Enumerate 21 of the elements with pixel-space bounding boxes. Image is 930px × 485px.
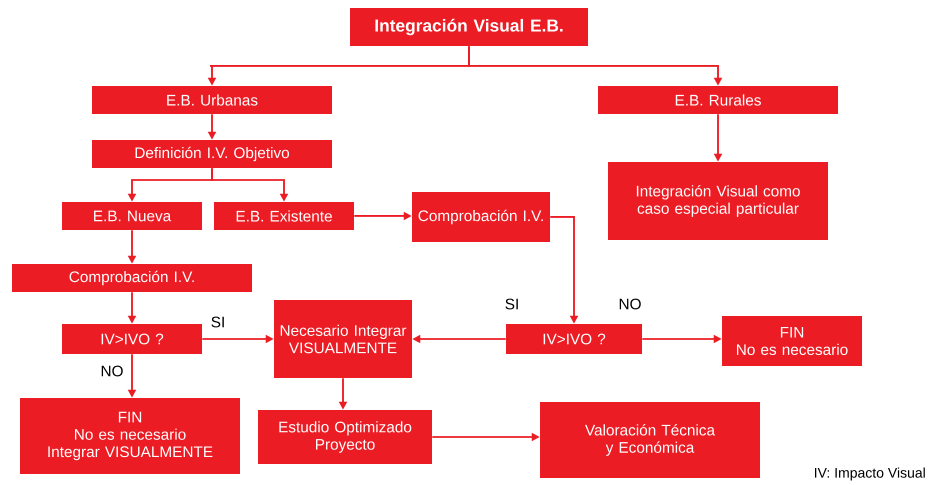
edge-label: SI [209, 315, 227, 329]
title-box: Integración Visual E.B. [350, 8, 588, 46]
process-box: E.B. Rurales [598, 86, 838, 114]
process-box: Valoración Técnica y Económica [540, 402, 760, 478]
process-box: Estudio Optimizado Proyecto [258, 410, 432, 464]
edge-label: NO [617, 297, 643, 311]
note: IV: Impacto Visual [815, 467, 925, 481]
process-box: Comprobación I.V. [12, 264, 252, 292]
process-box: IV>IVO ? [506, 324, 642, 354]
process-box: E.B. Existente [214, 202, 354, 230]
process-box: E.B. Nueva [62, 202, 202, 230]
process-box: Definición I.V. Objetivo [92, 140, 332, 168]
edge-label: SI [503, 297, 521, 311]
process-box: E.B. Urbanas [92, 86, 332, 114]
process-box: Necesario Integrar VISUALMENTE [274, 300, 412, 378]
process-box: FIN No es necesario Integrar VISUALMENTE [20, 398, 240, 474]
process-box: Comprobación I.V. [412, 192, 550, 242]
process-box: Integración Visual como caso especial particular [608, 162, 828, 240]
process-box: FIN No es necesario [722, 316, 862, 366]
process-box: IV>IVO ? [62, 324, 202, 354]
edge-label: NO [99, 364, 125, 378]
